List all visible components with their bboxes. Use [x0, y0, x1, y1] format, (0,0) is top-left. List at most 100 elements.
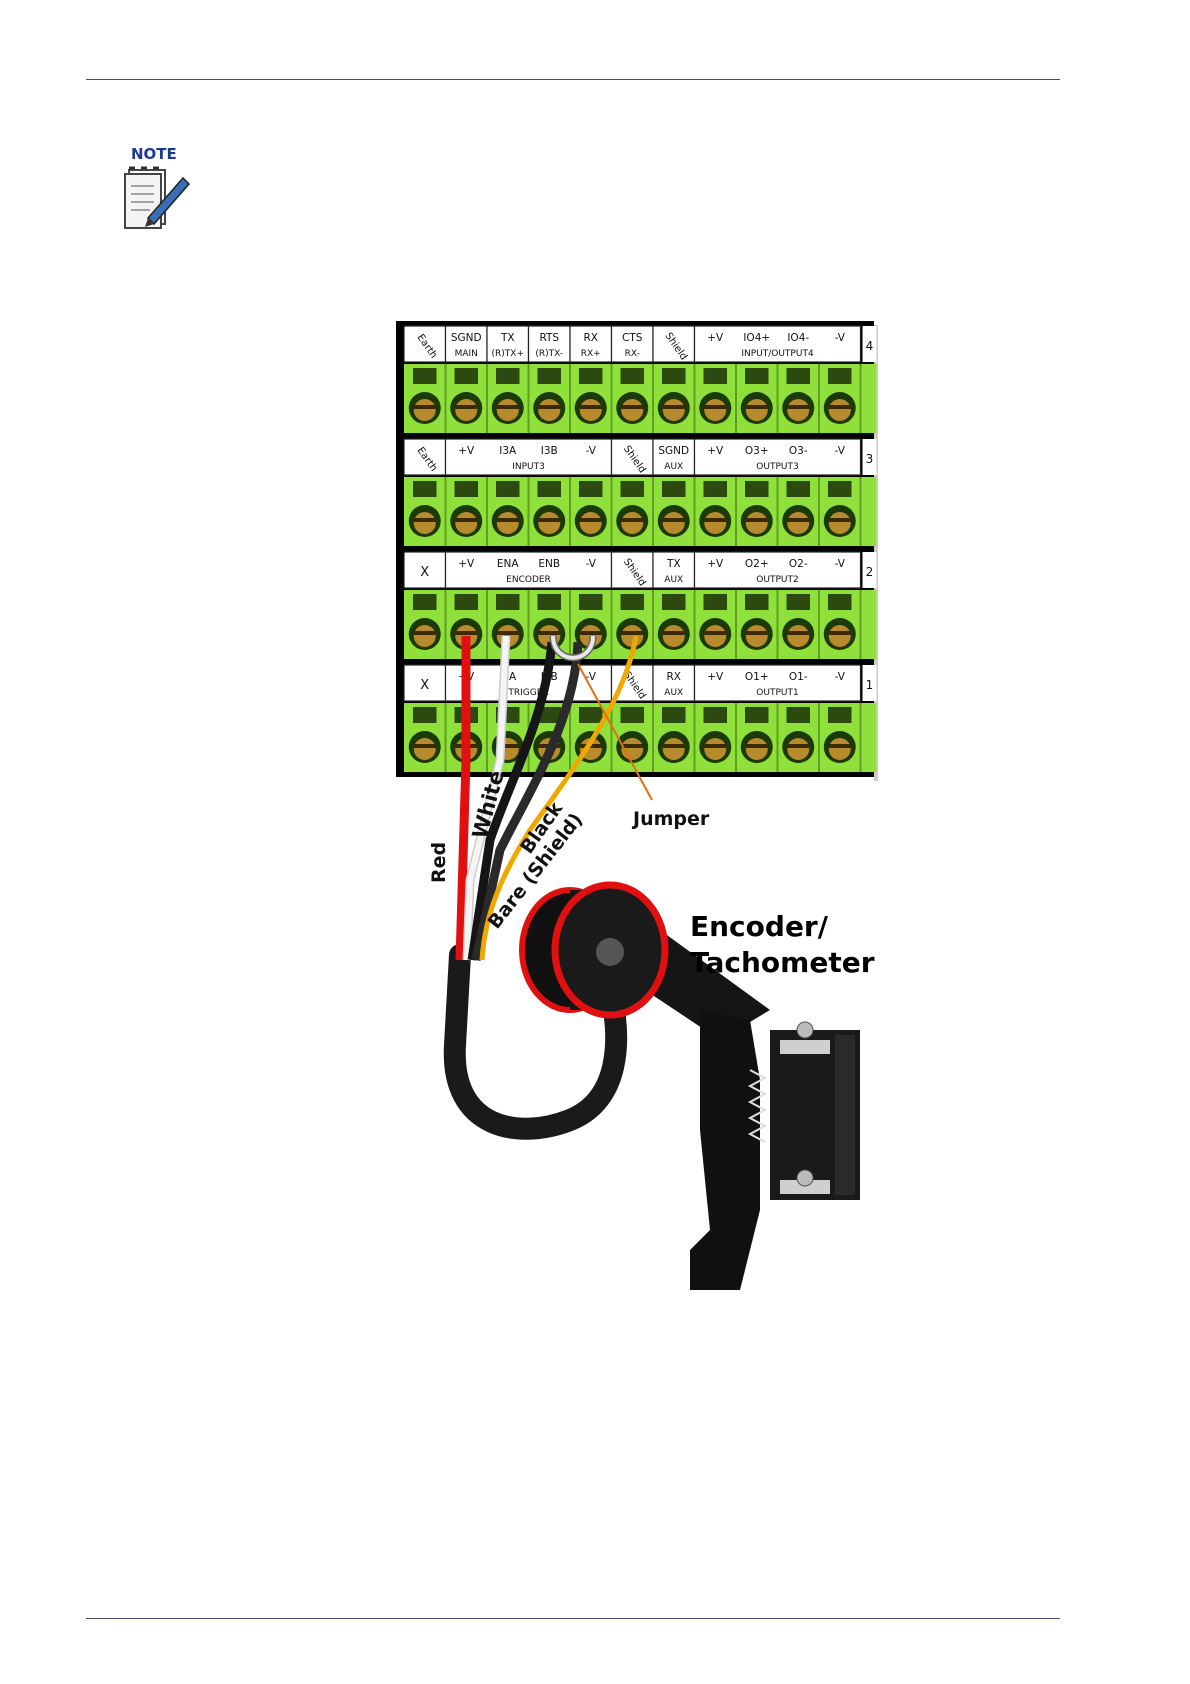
screw-head	[704, 625, 727, 647]
wire-red	[455, 636, 471, 961]
label-cell	[527, 325, 571, 363]
screw-head	[828, 738, 851, 760]
wire-entry	[662, 707, 686, 723]
screw-head	[496, 399, 519, 421]
wire-black-1	[467, 641, 557, 961]
label-cell	[403, 664, 447, 702]
wire-entry	[703, 368, 727, 384]
note-icon-text: NOTE	[131, 145, 177, 163]
wires	[455, 635, 653, 961]
label-cell	[486, 325, 530, 363]
row-number-box	[862, 326, 877, 362]
screw-head	[787, 738, 810, 760]
bottom-rule	[86, 1618, 1060, 1619]
wire-entry	[828, 481, 852, 497]
label-text: O1-	[789, 671, 808, 683]
screw-head	[828, 399, 851, 421]
wire-entry	[662, 368, 686, 384]
screw-head	[745, 399, 768, 421]
wire-entry	[496, 594, 520, 610]
label-cell	[693, 325, 862, 363]
encoder-wheel	[519, 881, 669, 1019]
encoder-tachometer	[443, 881, 860, 1290]
label-text: AUX	[664, 575, 683, 585]
label-text: +V	[707, 332, 724, 344]
label-cell	[693, 438, 862, 476]
label-text: +V	[707, 671, 724, 683]
wire-entry	[579, 481, 603, 497]
label-text: I3B	[541, 445, 558, 457]
screw-head	[828, 625, 851, 647]
screw-head	[579, 512, 602, 534]
label-text: OUTPUT3	[756, 462, 798, 472]
wire-entry	[537, 707, 561, 723]
label-text: X	[420, 565, 429, 580]
label-text: ENA	[497, 558, 519, 570]
screw-head	[787, 625, 810, 647]
label-text: IO4-	[787, 332, 809, 344]
screw-head	[662, 399, 685, 421]
screw-head	[745, 625, 768, 647]
label-text: (R)TX-	[535, 349, 563, 359]
jumper-pointer	[577, 663, 653, 801]
label-text: SGND	[451, 332, 482, 344]
wire-entry	[745, 707, 769, 723]
label-text: TX	[500, 332, 515, 344]
row-number: 2	[866, 565, 874, 579]
screw-head	[413, 625, 436, 647]
wire-entry	[786, 594, 810, 610]
label-text: ENB	[538, 558, 560, 570]
label-cell	[610, 325, 654, 363]
label-text: RTS	[539, 332, 559, 344]
screw-head	[413, 512, 436, 534]
label-text: -V	[586, 445, 597, 457]
screw-head	[621, 399, 644, 421]
label-text: TX	[666, 558, 681, 570]
label-text: CTS	[622, 332, 643, 344]
label-text: OUTPUT1	[756, 688, 798, 698]
wire-entry	[413, 368, 437, 384]
mounting-bracket	[690, 1010, 860, 1290]
label-red: Red	[428, 842, 450, 883]
screw-head	[621, 512, 644, 534]
wire-entry	[454, 594, 478, 610]
label-text: AUX	[664, 462, 683, 472]
wire-entry	[620, 707, 644, 723]
label-cell	[403, 438, 447, 476]
label-text: +V	[458, 558, 475, 570]
label-text: -V	[835, 332, 846, 344]
wire-entry	[745, 481, 769, 497]
label-text: SGND	[658, 445, 689, 457]
label-text: +V	[458, 445, 475, 457]
screw-head	[745, 512, 768, 534]
label-text: RX	[667, 671, 682, 683]
wire-entry	[786, 707, 810, 723]
screw-head	[621, 625, 644, 647]
label-cell	[693, 551, 862, 589]
spring	[747, 1069, 768, 1143]
label-text: INPUT3	[512, 462, 545, 472]
wire-entry	[745, 594, 769, 610]
wire-entry	[413, 481, 437, 497]
screw-head	[413, 738, 436, 760]
screw-head	[579, 399, 602, 421]
label-text: AUX	[664, 688, 683, 698]
wire-entry	[496, 368, 520, 384]
top-rule	[86, 79, 1060, 80]
screw-head	[704, 399, 727, 421]
label-text: -V	[835, 558, 846, 570]
label-text: O1+	[745, 671, 769, 683]
wire-entry	[662, 594, 686, 610]
wire-entry	[828, 594, 852, 610]
wire-entry	[579, 594, 603, 610]
row-number: 1	[866, 678, 874, 692]
label-text: (R)TX+	[492, 349, 524, 359]
wire-entry	[496, 481, 520, 497]
wire-entry	[579, 707, 603, 723]
row-number-box	[862, 439, 877, 475]
screw-head	[704, 512, 727, 534]
